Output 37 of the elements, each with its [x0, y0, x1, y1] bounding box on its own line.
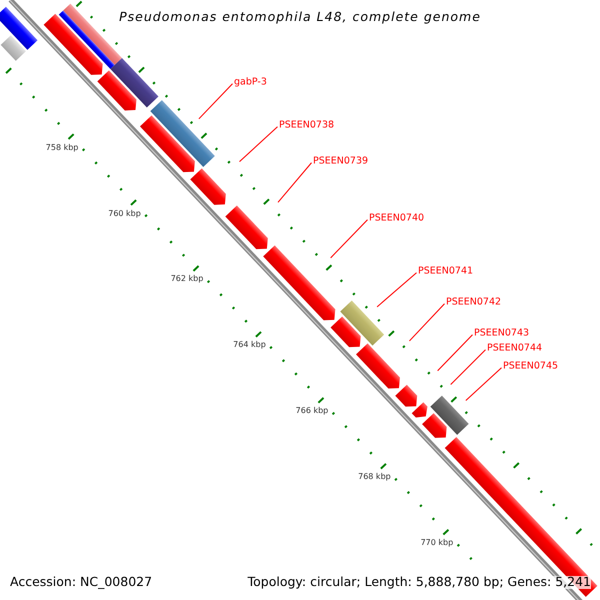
gene-feature	[263, 245, 336, 320]
gene-label: PSEEN0740	[369, 213, 424, 223]
scale-label: 766 kbp	[296, 407, 328, 416]
leader-line	[198, 83, 233, 120]
gene-feature	[395, 384, 418, 407]
gene-label: PSEEN0743	[474, 328, 530, 338]
gene-feature	[356, 343, 400, 388]
scale-label: 762 kbp	[170, 275, 204, 284]
accession-text: Accession: NC_008027	[10, 576, 152, 588]
gene-label: PSEEN0742	[446, 297, 502, 307]
gene-label: PSEEN0744	[487, 343, 542, 353]
gene-feature	[140, 115, 195, 172]
leader-line	[239, 126, 278, 162]
scale-label: 758 kbp	[46, 144, 78, 152]
gene-feature	[190, 168, 226, 205]
gene-label: PSEEN0745	[503, 361, 558, 371]
scale-label: 760 kbp	[108, 210, 141, 218]
scale-label: 768 kbp	[358, 473, 391, 482]
gene-feature	[422, 413, 447, 438]
gene-label: PSEEN0739	[313, 156, 368, 166]
gene-label: PSEEN0738	[279, 120, 334, 130]
title: Pseudomonas entomophila L48, complete genome	[118, 11, 482, 24]
leader-line	[330, 219, 368, 258]
gene-feature	[330, 316, 361, 348]
scale-label: 764 kbp	[233, 341, 266, 350]
leader-line	[408, 303, 445, 342]
gene-feature	[225, 205, 268, 250]
gene-label: gabP-3	[234, 77, 267, 87]
leader-line	[437, 334, 473, 372]
leader-line	[450, 349, 486, 386]
gene-label: PSEEN0741	[418, 266, 474, 276]
leader-line	[278, 162, 312, 203]
leader-line	[465, 367, 502, 401]
genome-info-text: Topology: circular; Length: 5,888,780 bp; Genes: 5,241	[248, 576, 591, 588]
leader-line	[376, 272, 417, 308]
gene-feature	[412, 402, 428, 418]
scale-label: 770 kbp	[420, 539, 454, 548]
